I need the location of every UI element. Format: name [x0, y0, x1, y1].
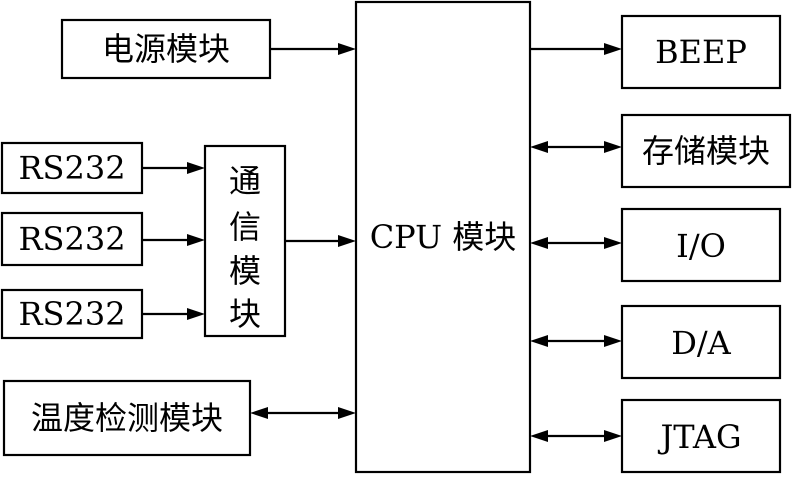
comm-module-block: 通 信 模 块: [203, 144, 287, 338]
io-block: I/O: [620, 207, 782, 283]
arrow-cpu-to-beep: [530, 43, 622, 55]
power-module-block: 电源模块: [60, 18, 272, 80]
comm-module-char-3: 模: [229, 252, 261, 290]
arrow-cpu-jtag-bidirectional: [530, 430, 622, 442]
storage-module-label: 存储模块: [642, 132, 770, 170]
beep-block: BEEP: [620, 14, 782, 90]
rs232-label-2: RS232: [18, 220, 125, 258]
arrow-rs232-3-to-comm: [142, 308, 205, 320]
jtag-label: JTAG: [657, 418, 741, 456]
comm-module-char-2: 信: [229, 208, 261, 246]
rs232-block-3: RS232: [0, 288, 144, 340]
arrow-rs232-2-to-comm: [142, 234, 205, 246]
cpu-module-block: CPU 模块: [354, 0, 532, 474]
storage-module-block: 存储模块: [620, 113, 792, 189]
arrow-cpu-io-bidirectional: [530, 237, 622, 249]
comm-module-char-1: 通: [229, 162, 261, 200]
arrow-power-to-cpu: [270, 43, 356, 55]
rs232-block-2: RS232: [0, 211, 144, 267]
arrow-temp-cpu-bidirectional: [250, 407, 356, 419]
arrow-comm-to-cpu: [285, 235, 356, 247]
rs232-block-1: RS232: [0, 141, 144, 195]
jtag-block: JTAG: [620, 398, 782, 474]
da-block: D/A: [620, 304, 782, 380]
arrow-rs232-1-to-comm: [142, 162, 205, 174]
arrow-cpu-da-bidirectional: [530, 335, 622, 347]
cpu-module-label: CPU 模块: [370, 218, 517, 256]
temp-detect-module-block: 温度检测模块: [2, 379, 252, 457]
rs232-label-3: RS232: [18, 295, 125, 333]
comm-module-char-4: 块: [229, 295, 261, 333]
beep-label: BEEP: [655, 33, 747, 71]
temp-detect-module-label: 温度检测模块: [31, 399, 223, 437]
io-label: I/O: [676, 227, 726, 265]
power-module-label: 电源模块: [102, 30, 230, 68]
arrow-cpu-storage-bidirectional: [530, 141, 622, 153]
rs232-label-1: RS232: [18, 149, 125, 187]
da-label: D/A: [671, 324, 731, 362]
